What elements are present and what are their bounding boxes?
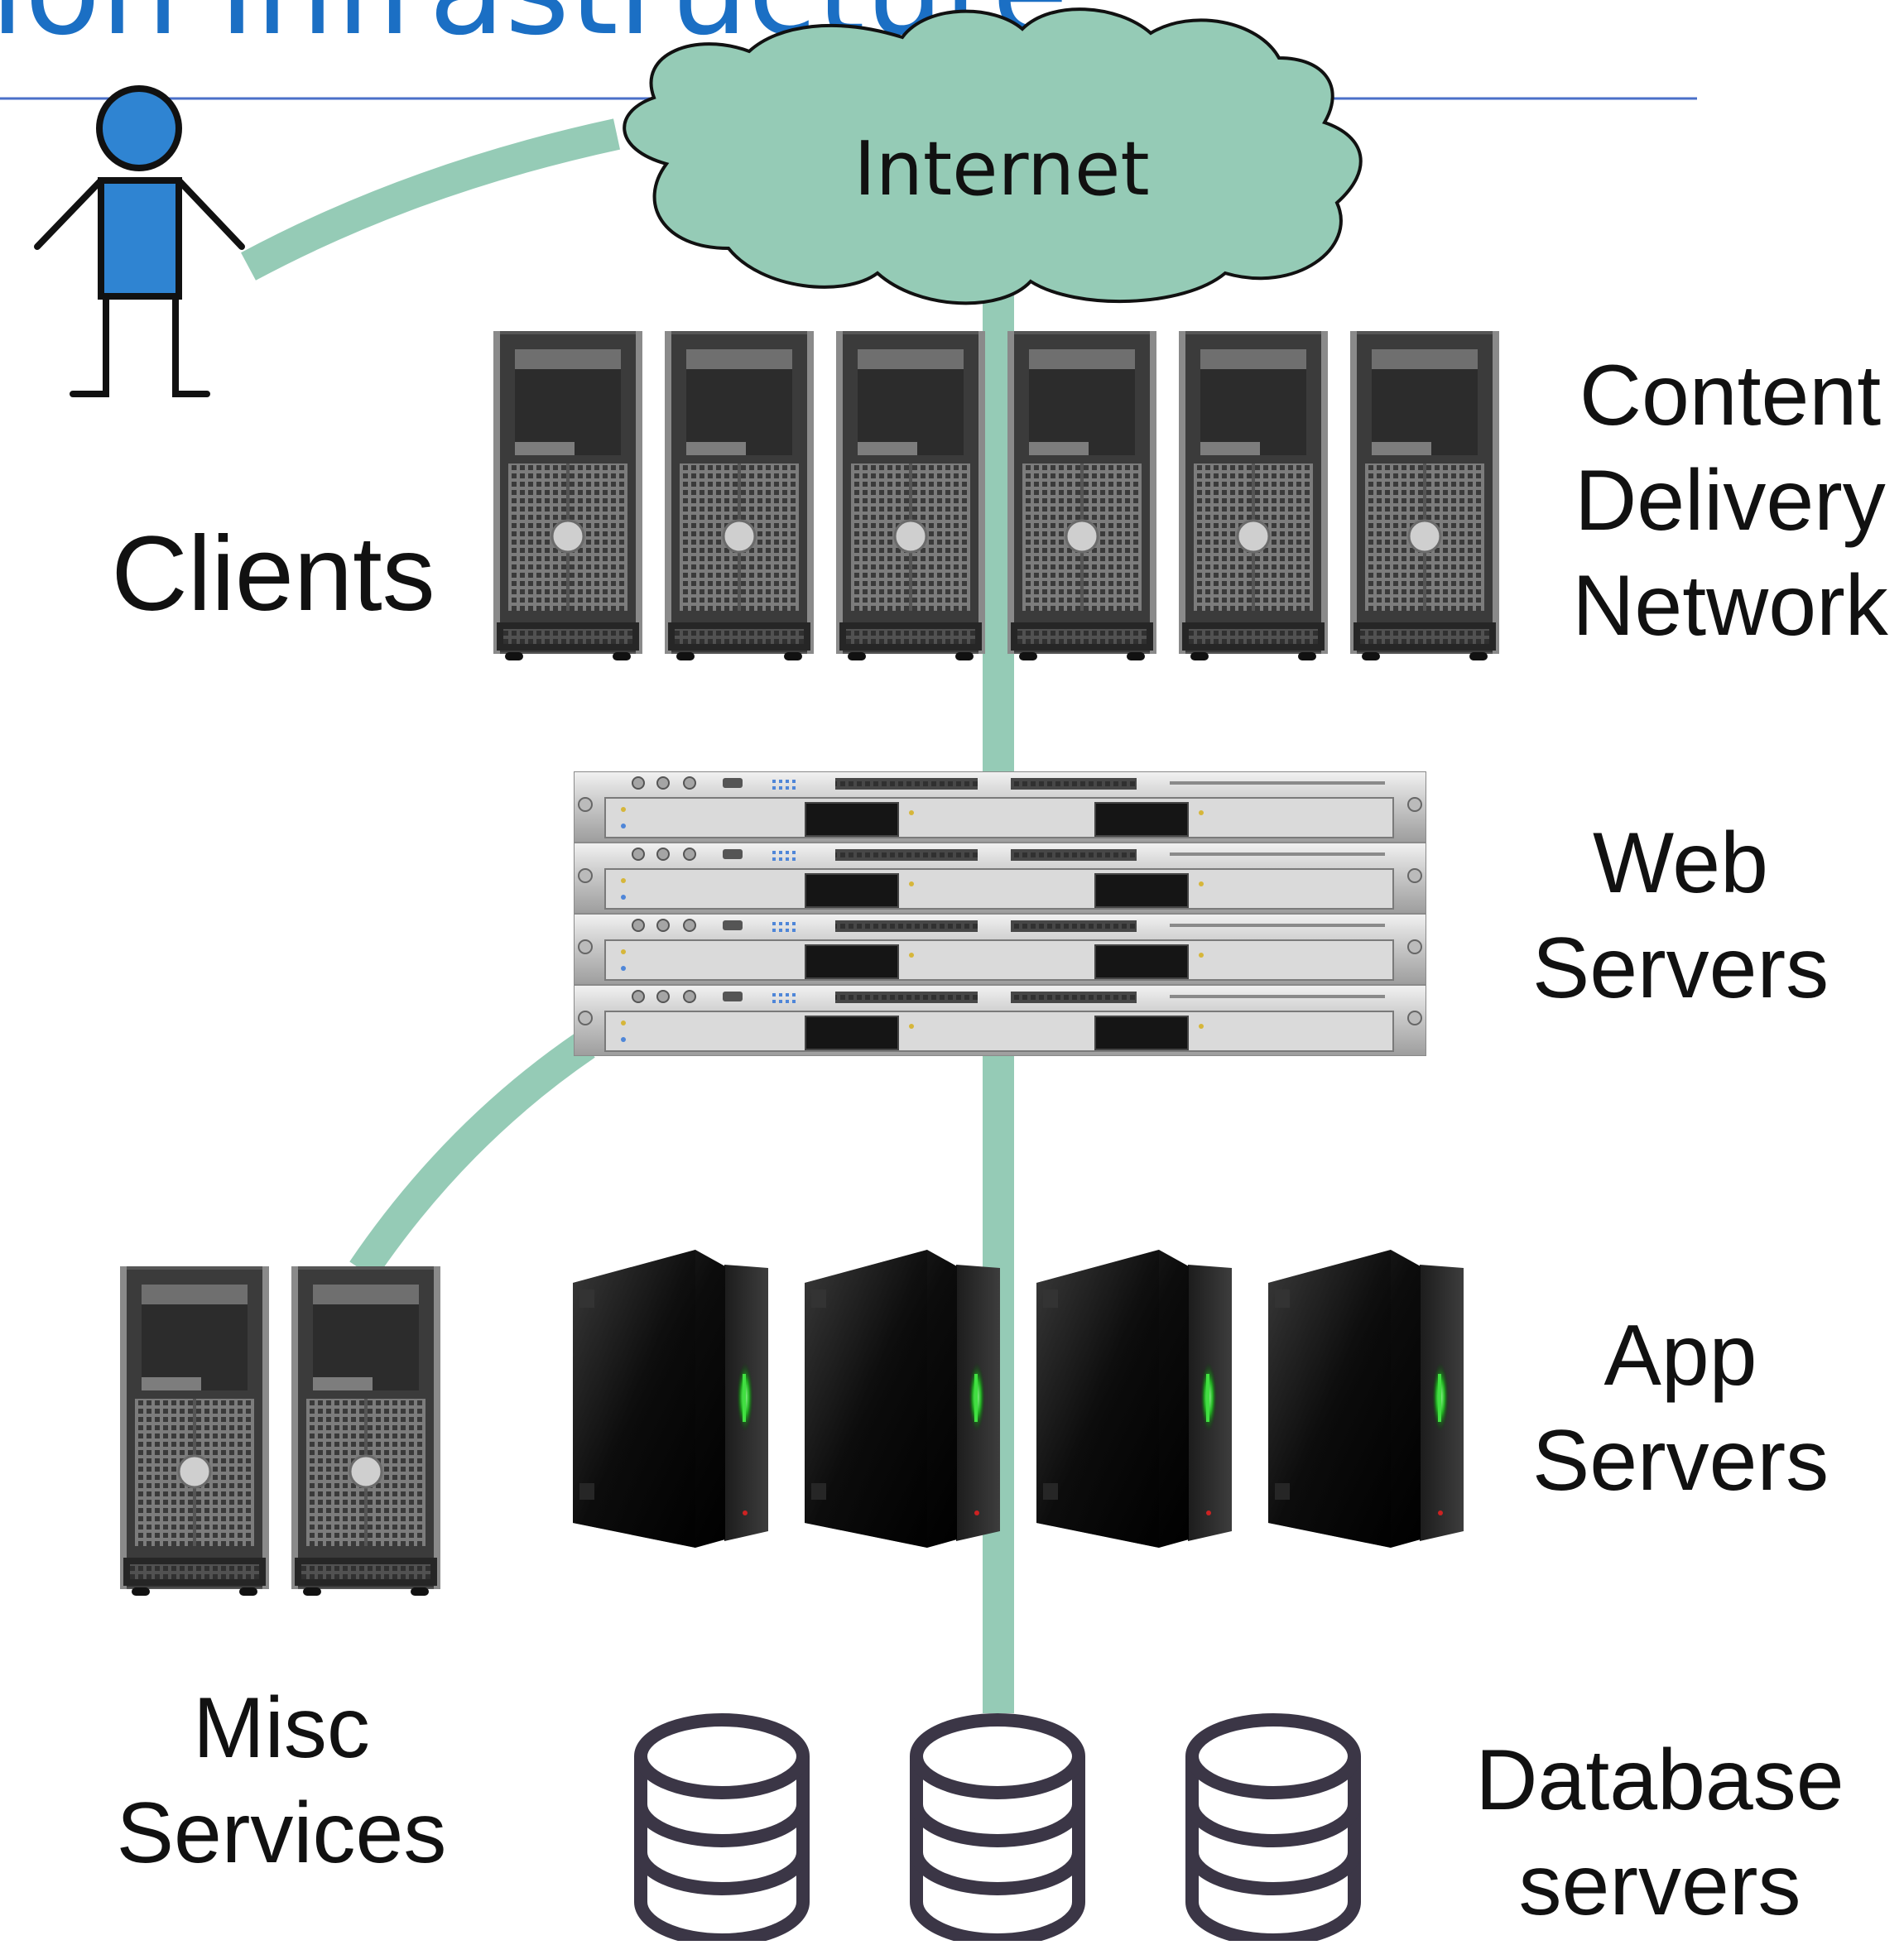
tower-server-icon: [665, 331, 814, 662]
misc-server-group: [120, 1266, 440, 1597]
tower-server-icon: [1179, 331, 1328, 662]
database-icon: [916, 1720, 1079, 1940]
database-icon: [1192, 1720, 1354, 1940]
app-servers-label: App Servers: [1515, 1304, 1846, 1514]
db-label-line-2: servers: [1518, 1837, 1801, 1933]
cdn-label-line-3: Network: [1572, 557, 1888, 654]
tower-server-icon: [1007, 331, 1156, 662]
cdn-label-line-2: Delivery: [1575, 452, 1886, 549]
web-servers-label: Web Servers: [1515, 811, 1846, 1021]
link-client-internet: [241, 118, 621, 281]
web-label-line-1: Web: [1593, 815, 1768, 911]
black-server-icon: [573, 1250, 768, 1548]
app-server-group: [573, 1250, 1464, 1548]
link-web-misc: [349, 1031, 595, 1280]
database-group: [641, 1720, 1354, 1940]
rack-server-icon: [574, 985, 1426, 1056]
tower-server-icon: [836, 331, 985, 662]
rack-server-icon: [574, 914, 1426, 985]
misc-label-line-2: Services: [116, 1784, 447, 1881]
tower-server-icon: [493, 331, 642, 662]
misc-services-label: Misc Services: [99, 1676, 464, 1886]
black-server-icon: [1036, 1250, 1232, 1548]
database-servers-label: Database servers: [1445, 1728, 1875, 1938]
internet-label: Internet: [853, 126, 1150, 213]
black-server-icon: [805, 1250, 1000, 1548]
app-label-line-2: Servers: [1531, 1412, 1829, 1509]
rack-server-icon: [574, 843, 1426, 914]
tower-server-icon: [1350, 331, 1499, 662]
web-label-line-2: Servers: [1531, 920, 1829, 1016]
app-label-line-1: App: [1603, 1308, 1757, 1404]
db-label-line-1: Database: [1475, 1732, 1844, 1828]
tower-server-icon: [120, 1266, 269, 1597]
web-server-group: [574, 771, 1426, 1056]
person-icon: [34, 85, 245, 397]
cloud-icon: [623, 7, 1363, 305]
database-icon: [641, 1720, 803, 1940]
cdn-label-line-1: Content: [1579, 348, 1882, 444]
cdn-label: Content Delivery Network: [1556, 343, 1904, 659]
rack-server-icon: [574, 771, 1426, 843]
clients-label: Clients: [111, 515, 435, 633]
tower-server-icon: [291, 1266, 440, 1597]
misc-label-line-1: Misc: [193, 1680, 370, 1776]
black-server-icon: [1268, 1250, 1464, 1548]
